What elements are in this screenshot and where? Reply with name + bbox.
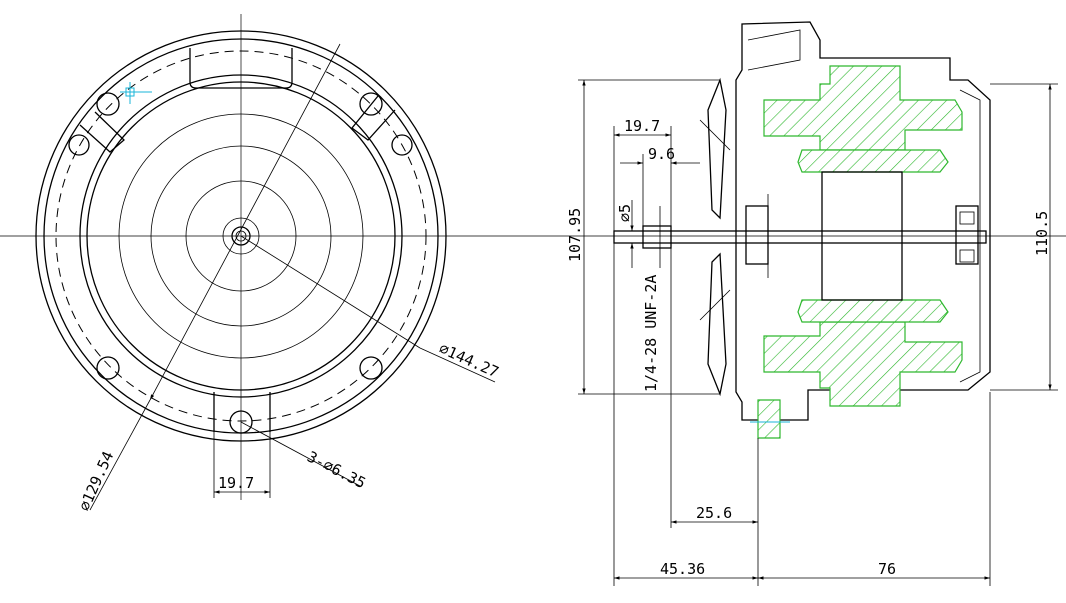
mount-hole-5 — [96, 356, 120, 380]
ring-1 — [118, 113, 364, 359]
flange-offset-label: 25.6 — [696, 504, 732, 522]
stator-lower-section — [763, 321, 963, 407]
outer-housing-circle — [35, 30, 447, 442]
mount-hole-3 — [68, 134, 90, 156]
thread-length-label: 9.6 — [648, 145, 675, 163]
main-body-circle — [79, 74, 403, 398]
rear-bearing-detail-2 — [959, 249, 975, 263]
left-slot — [79, 111, 125, 153]
shaft-length-label: 19.7 — [624, 117, 660, 135]
dia-129-leader — [149, 43, 341, 401]
hub-circle — [222, 217, 260, 255]
rear-bearing-detail-1 — [959, 211, 975, 225]
bolt-circle — [55, 50, 427, 422]
body-inner-circle — [86, 81, 396, 391]
front-bearing — [745, 205, 769, 265]
mount-hole-7 — [229, 410, 253, 434]
rotor-lower-section — [797, 299, 949, 323]
rotor-upper-section — [797, 149, 949, 173]
right-slot — [351, 95, 396, 141]
thread-section — [642, 225, 672, 249]
dia-144-leader — [240, 235, 421, 349]
mount-hole-2 — [359, 92, 383, 116]
housing-rear — [959, 89, 981, 383]
ring-2 — [150, 145, 332, 327]
side-view: 107.95 110.5 19.7 9.6 ⌀5 1/4-28 UNF-2A 2… — [560, 21, 1066, 586]
mount-hole-6 — [359, 356, 383, 380]
rotor-core — [821, 171, 903, 301]
bottom-tab — [213, 392, 271, 432]
front-view: 19.7 ⌀144.27 ⌀129.54 3-⌀6.35 — [0, 14, 560, 514]
hole-pattern-label: 3-⌀6.35 — [304, 448, 369, 493]
height-right-label: 110.5 — [1033, 211, 1051, 256]
fan-lower — [707, 252, 727, 397]
stator-upper-section — [763, 65, 963, 151]
mount-hole-1 — [96, 92, 120, 116]
mount-hole-4 — [391, 134, 413, 156]
housing-lip-top — [747, 29, 801, 71]
dia-144-leader-ext — [419, 347, 496, 383]
fan-upper — [707, 77, 727, 220]
fan-detail — [699, 119, 731, 321]
hole-leader — [240, 421, 361, 487]
housing-outline — [735, 21, 991, 421]
height-left-label: 107.95 — [566, 208, 584, 262]
shaft-center — [235, 230, 247, 242]
top-slot — [189, 48, 293, 89]
rear-bearing — [955, 205, 979, 265]
dia-bolt-label: ⌀129.54 — [75, 449, 117, 514]
shaft-dia-label: ⌀5 — [616, 204, 634, 222]
cyan-marker — [120, 82, 152, 104]
ring-3 — [185, 180, 297, 292]
shaft-circle — [231, 226, 251, 246]
bracket-section — [757, 399, 781, 439]
slot-width-label: 19.7 — [218, 474, 254, 492]
dia-129-leader-ext — [89, 399, 151, 511]
thread-spec-label: 1/4-28 UNF-2A — [642, 275, 660, 392]
total-right-label: 76 — [878, 560, 896, 578]
total-left-label: 45.36 — [660, 560, 705, 578]
dia-outer-label: ⌀144.27 — [436, 339, 501, 381]
shaft — [613, 230, 987, 244]
